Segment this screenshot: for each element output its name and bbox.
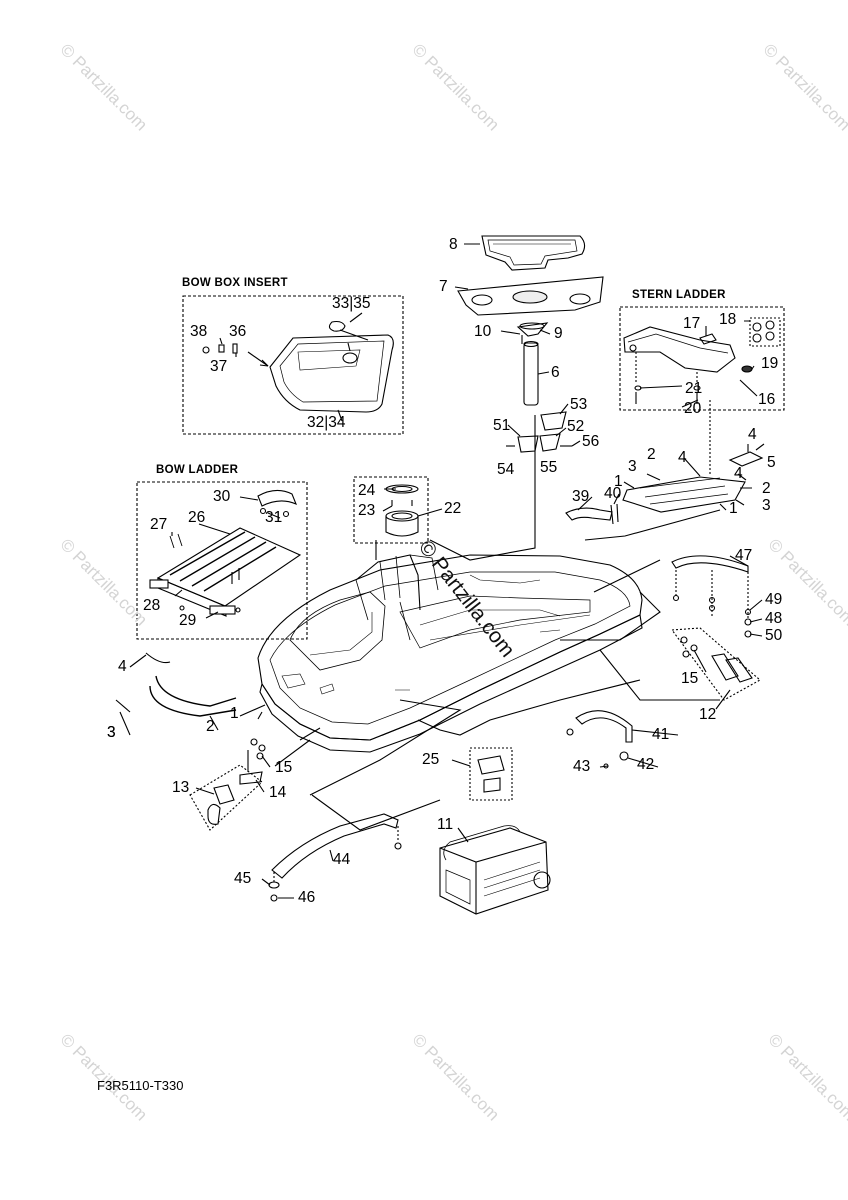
callout-23: 23 bbox=[358, 502, 376, 519]
callout-1: 1 bbox=[614, 473, 623, 490]
cooler-part bbox=[439, 825, 551, 915]
section-title-stern-ladder: STERN LADDER bbox=[632, 289, 726, 301]
callout-24: 24 bbox=[358, 482, 376, 499]
callout-6: 6 bbox=[551, 364, 560, 381]
callout-5: 5 bbox=[767, 454, 776, 471]
bow-box-insert-frame bbox=[182, 295, 404, 435]
callout-18: 18 bbox=[719, 311, 737, 328]
bow-box-insert-part bbox=[269, 334, 394, 413]
callout-51: 51 bbox=[493, 417, 511, 434]
callout-41: 41 bbox=[652, 726, 670, 743]
callout-19: 19 bbox=[761, 355, 779, 372]
table-post-part bbox=[523, 342, 539, 406]
callout-39: 39 bbox=[572, 488, 590, 505]
callout-2: 2 bbox=[206, 718, 215, 735]
callout-25: 25 bbox=[422, 751, 440, 768]
stern-ladder-frame bbox=[619, 306, 785, 411]
callout-22: 22 bbox=[444, 500, 462, 517]
callout-21: 21 bbox=[685, 380, 703, 397]
callout-10: 10 bbox=[474, 323, 492, 340]
callout-33-35: 33|35 bbox=[332, 295, 371, 312]
callout-15: 15 bbox=[681, 670, 699, 687]
callout-2: 2 bbox=[647, 446, 656, 463]
callout-30: 30 bbox=[213, 488, 231, 505]
callout-20: 20 bbox=[684, 400, 702, 417]
callout-43: 43 bbox=[573, 758, 591, 775]
table-top-part bbox=[457, 276, 604, 316]
section-title-bow-box-insert: BOW BOX INSERT bbox=[182, 277, 288, 289]
callout-52: 52 bbox=[567, 418, 585, 435]
callout-17: 17 bbox=[683, 315, 701, 332]
callout-13: 13 bbox=[172, 779, 190, 796]
callout-36: 36 bbox=[229, 323, 247, 340]
callout-4: 4 bbox=[734, 465, 743, 482]
callout-45: 45 bbox=[234, 870, 252, 887]
callout-15: 15 bbox=[275, 759, 293, 776]
callout-38: 38 bbox=[190, 323, 208, 340]
callout-37: 37 bbox=[210, 358, 228, 375]
callout-12: 12 bbox=[699, 706, 717, 723]
callout-3: 3 bbox=[107, 724, 116, 741]
callout-40: 40 bbox=[604, 485, 622, 502]
callout-3: 3 bbox=[628, 458, 637, 475]
callout-1: 1 bbox=[729, 500, 738, 517]
callout-16: 16 bbox=[758, 391, 776, 408]
callout-46: 46 bbox=[298, 889, 316, 906]
callout-4: 4 bbox=[748, 426, 757, 443]
boat-hull bbox=[257, 554, 643, 753]
callout-28: 28 bbox=[143, 597, 161, 614]
callout-2: 2 bbox=[762, 480, 771, 497]
callout-49: 49 bbox=[765, 591, 783, 608]
callout-44: 44 bbox=[333, 851, 351, 868]
diagram-code: F3R5110-T330 bbox=[97, 1078, 184, 1093]
callout-53: 53 bbox=[570, 396, 588, 413]
callout-56: 56 bbox=[582, 433, 600, 450]
callout-31: 31 bbox=[265, 509, 283, 526]
section-title-bow-ladder: BOW LADDER bbox=[156, 464, 239, 476]
callout-54: 54 bbox=[497, 461, 515, 478]
mat-part bbox=[481, 235, 586, 271]
callout-4: 4 bbox=[678, 449, 687, 466]
bow-ladder-frame bbox=[136, 481, 308, 640]
callout-4: 4 bbox=[118, 658, 127, 675]
bow-ladder-part bbox=[156, 527, 302, 607]
stern-ladder-part bbox=[623, 326, 736, 373]
callout-32-34: 32|34 bbox=[307, 414, 346, 431]
callout-7: 7 bbox=[439, 278, 448, 295]
callout-26: 26 bbox=[188, 509, 206, 526]
callout-55: 55 bbox=[540, 459, 558, 476]
callout-47: 47 bbox=[735, 547, 753, 564]
callout-50: 50 bbox=[765, 627, 783, 644]
callout-48: 48 bbox=[765, 610, 783, 627]
callout-29: 29 bbox=[179, 612, 197, 629]
callout-42: 42 bbox=[637, 756, 655, 773]
callout-11: 11 bbox=[437, 816, 454, 833]
callout-27: 27 bbox=[150, 516, 168, 533]
callout-3: 3 bbox=[107, 724, 116, 741]
cup-holder-frame bbox=[353, 476, 429, 544]
callout-14: 14 bbox=[269, 784, 287, 801]
callout-9: 9 bbox=[554, 325, 563, 342]
callout-3: 3 bbox=[762, 497, 771, 514]
callout-1: 1 bbox=[230, 705, 239, 722]
callout-8: 8 bbox=[449, 236, 458, 253]
